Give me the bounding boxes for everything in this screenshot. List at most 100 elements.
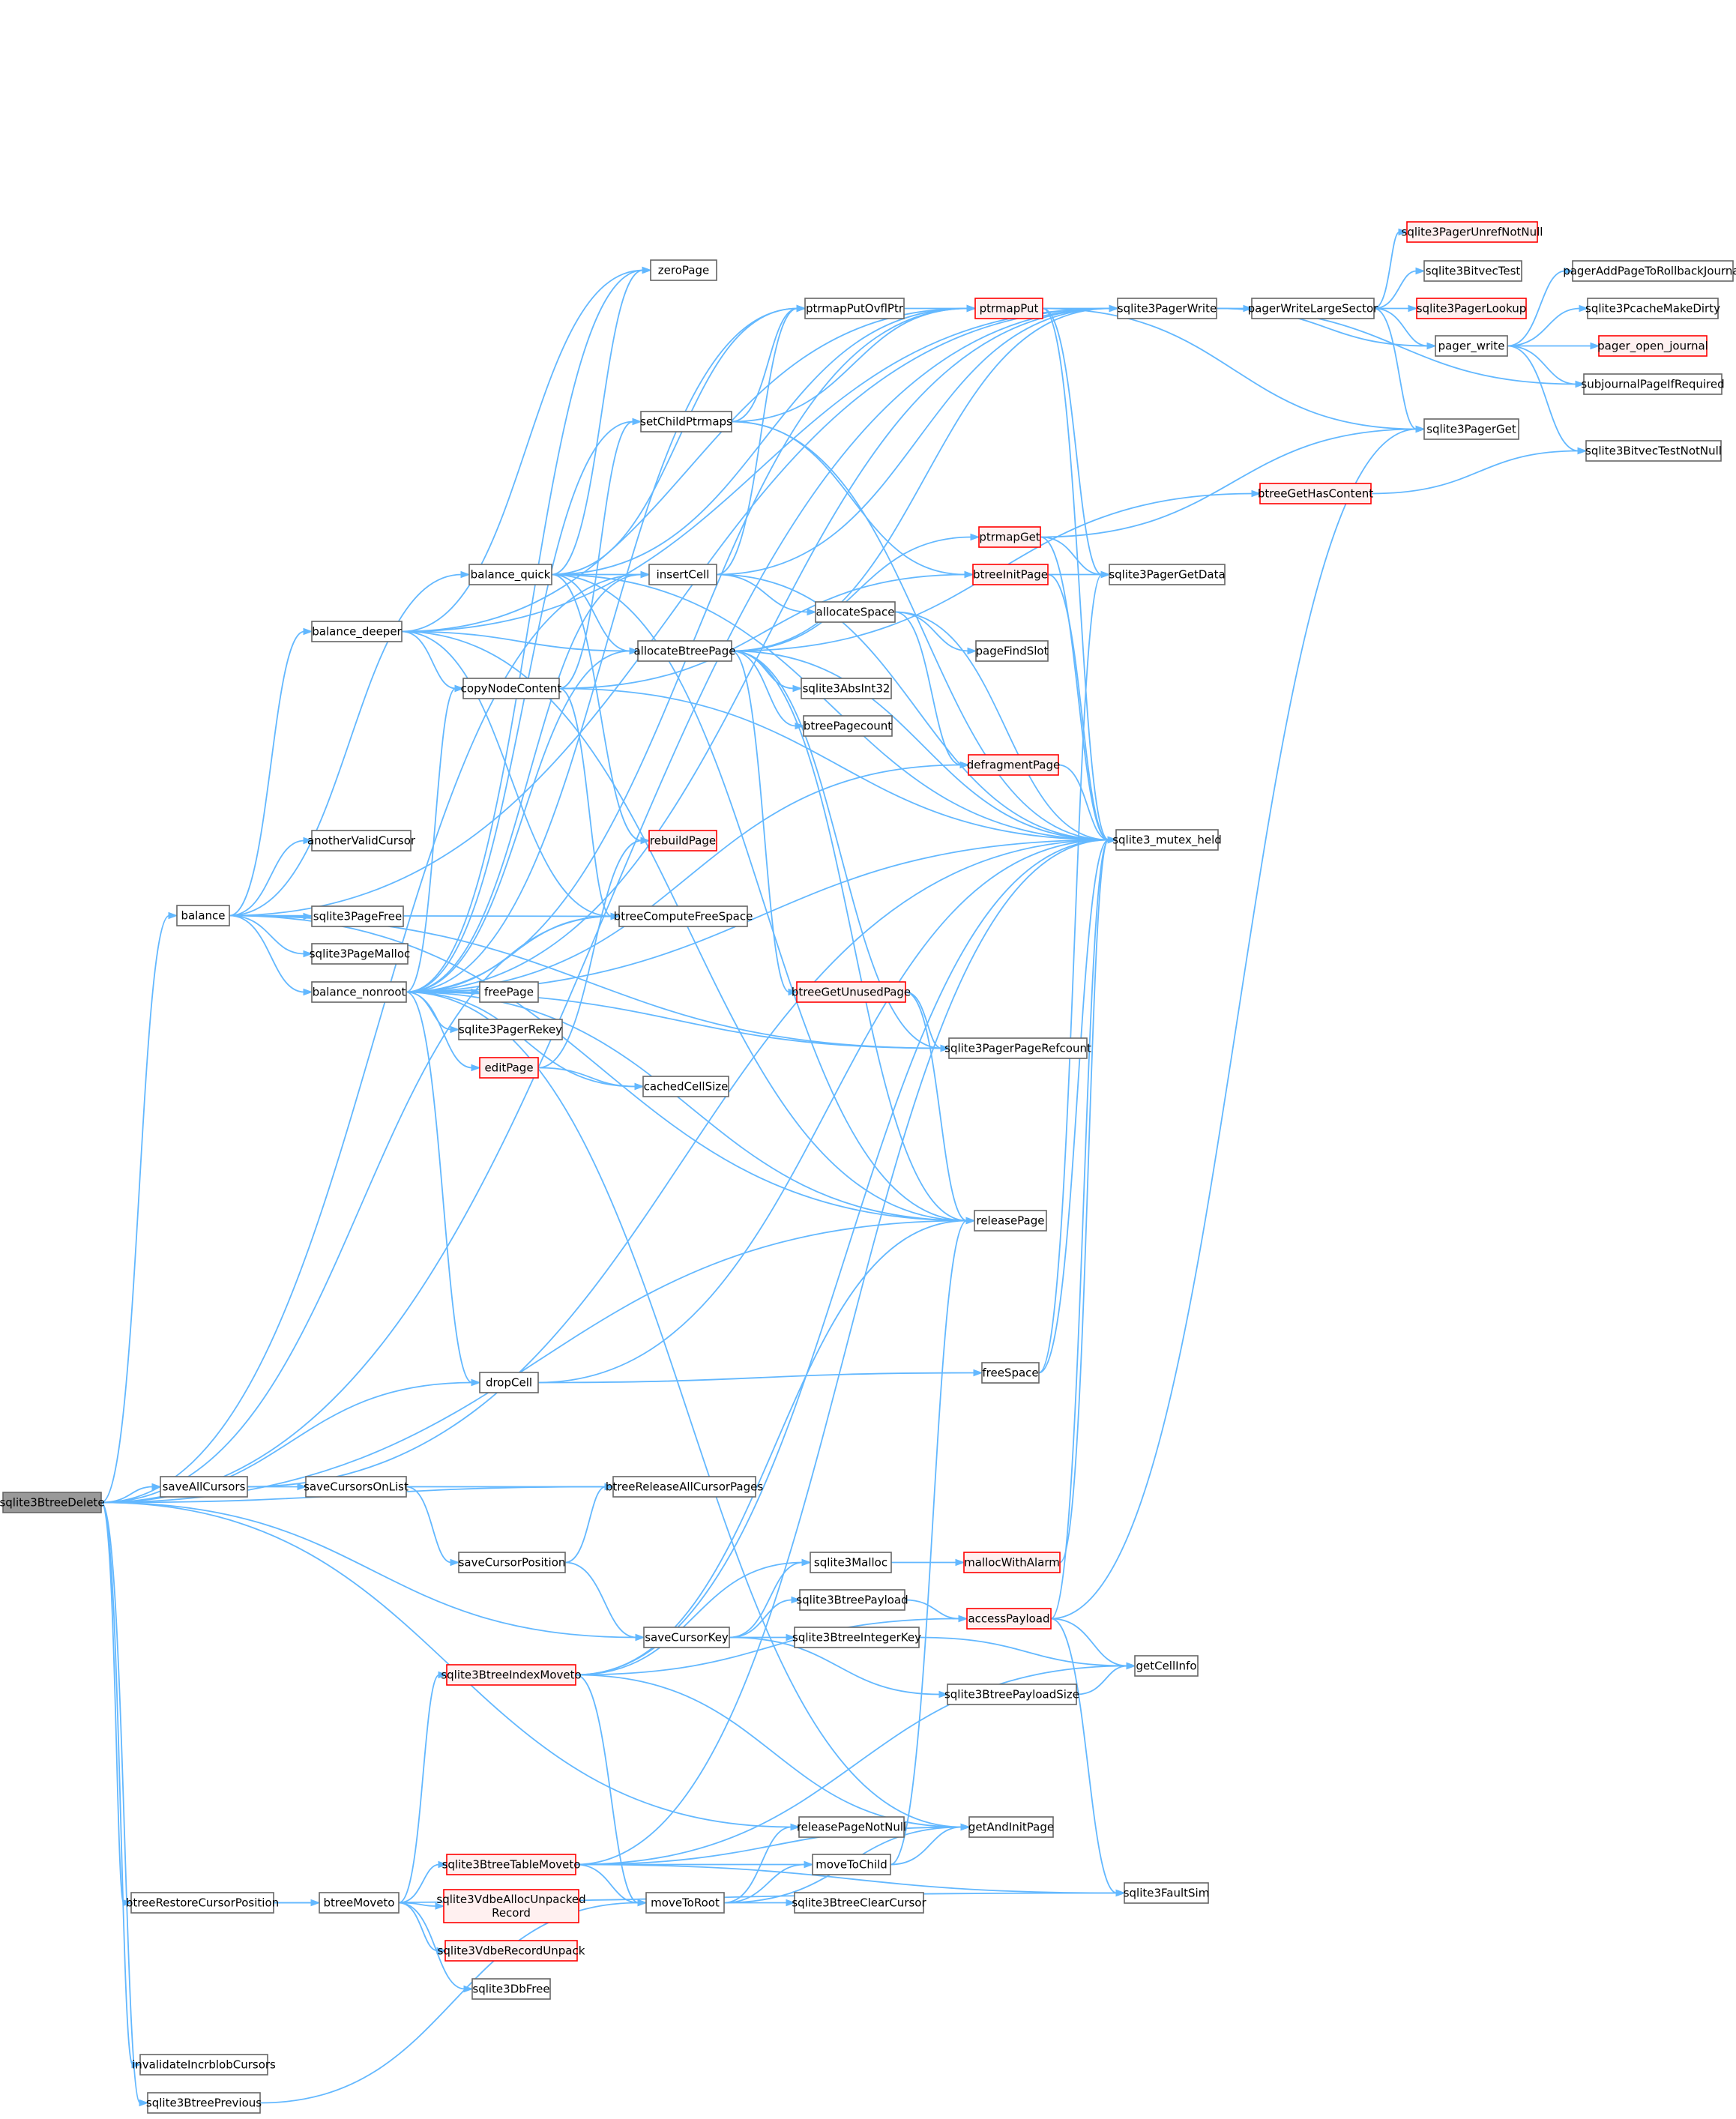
node-sqlite3DbFree[interactable]: sqlite3DbFree bbox=[471, 1978, 551, 2000]
node-editPage[interactable]: editPage bbox=[479, 1057, 539, 1079]
node-btreeGetHasContent[interactable]: btreeGetHasContent bbox=[1258, 483, 1373, 504]
node-btreePagecount[interactable]: btreePagecount bbox=[803, 715, 893, 737]
node-saveCursorKey[interactable]: saveCursorKey bbox=[643, 1627, 730, 1648]
node-sqlite3PagerUnrefNotNull[interactable]: sqlite3PagerUnrefNotNull bbox=[1402, 221, 1543, 243]
node-releasePageNotNull[interactable]: releasePageNotNull bbox=[797, 1816, 906, 1838]
node-moveToRoot[interactable]: moveToRoot bbox=[645, 1892, 725, 1914]
node-sqlite3FaultSim[interactable]: sqlite3FaultSim bbox=[1124, 1882, 1210, 1904]
node-saveAllCursors[interactable]: saveAllCursors bbox=[160, 1476, 248, 1498]
call-edge bbox=[575, 1662, 1136, 1866]
call-edge bbox=[731, 304, 807, 423]
node-allocateBtreePage[interactable]: allocateBtreePage bbox=[633, 640, 736, 662]
node-pager_open_journal[interactable]: pager_open_journal bbox=[1597, 335, 1708, 357]
node-pagerAddPageToRollbackJournal[interactable]: pagerAddPageToRollbackJournal bbox=[1563, 260, 1736, 282]
node-btreeComputeFreeSpace[interactable]: btreeComputeFreeSpace bbox=[614, 905, 753, 927]
node-ptrmapGet[interactable]: ptrmapGet bbox=[978, 526, 1041, 548]
node-sqlite3BitvecTest[interactable]: sqlite3BitvecTest bbox=[1423, 260, 1522, 282]
node-balance_nonroot[interactable]: balance_nonroot bbox=[311, 981, 407, 1003]
node-releasePage[interactable]: releasePage bbox=[974, 1210, 1047, 1232]
call-edge bbox=[259, 1899, 648, 2104]
node-dropCell[interactable]: dropCell bbox=[479, 1372, 539, 1393]
node-getAndInitPage[interactable]: getAndInitPage bbox=[968, 1816, 1054, 1838]
node-anotherValidCursor[interactable]: anotherValidCursor bbox=[307, 830, 416, 851]
node-btreeRestoreCursorPosition[interactable]: btreeRestoreCursorPosition bbox=[126, 1892, 279, 1914]
node-label: sqlite3DbFree bbox=[472, 1983, 549, 1996]
node-sqlite3Malloc[interactable]: sqlite3Malloc bbox=[810, 1552, 892, 1573]
call-edge bbox=[575, 1823, 971, 1866]
node-invalidateIncrblobCursors[interactable]: invalidateIncrblobCursors bbox=[132, 2054, 276, 2076]
node-sqlite3BtreePayload[interactable]: sqlite3BtreePayload bbox=[796, 1589, 908, 1611]
node-mallocWithAlarm[interactable]: mallocWithAlarm bbox=[963, 1552, 1061, 1573]
node-zeroPage[interactable]: zeroPage bbox=[650, 259, 717, 281]
node-btreeInitPage[interactable]: btreeInitPage bbox=[972, 564, 1049, 585]
node-balance_quick[interactable]: balance_quick bbox=[468, 564, 552, 585]
call-edge bbox=[229, 914, 313, 958]
node-sqlite3PcacheMakeDirty[interactable]: sqlite3PcacheMakeDirty bbox=[1585, 298, 1720, 319]
node-label: ptrmapGet bbox=[979, 531, 1040, 544]
node-sqlite3PagerGet[interactable]: sqlite3PagerGet bbox=[1423, 418, 1519, 440]
node-rebuildPage[interactable]: rebuildPage bbox=[648, 830, 717, 851]
node-sqlite3PagerRekey[interactable]: sqlite3PagerRekey bbox=[458, 1019, 563, 1040]
call-edge bbox=[1040, 536, 1111, 579]
node-sqlite3BtreePrevious[interactable]: sqlite3BtreePrevious bbox=[146, 2092, 262, 2114]
node-setChildPtrmaps[interactable]: setChildPtrmaps bbox=[640, 411, 732, 432]
node-moveToChild[interactable]: moveToChild bbox=[812, 1854, 891, 1875]
node-subjournalPageIfRequired[interactable]: subjournalPageIfRequired bbox=[1581, 373, 1725, 395]
node-sqlite3BtreeIntegerKey[interactable]: sqlite3BtreeIntegerKey bbox=[792, 1627, 921, 1648]
node-btreeGetUnusedPage[interactable]: btreeGetUnusedPage bbox=[792, 981, 911, 1003]
node-pagerWriteLargeSector[interactable]: pagerWriteLargeSector bbox=[1248, 298, 1378, 319]
node-ptrmapPut[interactable]: ptrmapPut bbox=[974, 298, 1043, 319]
call-edge bbox=[1370, 447, 1588, 495]
node-sqlite3PageFree[interactable]: sqlite3PageFree bbox=[311, 905, 404, 927]
node-sqlite3PageMalloc[interactable]: sqlite3PageMalloc bbox=[310, 943, 411, 965]
call-graph-edges bbox=[100, 228, 1600, 2107]
call-edge bbox=[551, 304, 977, 576]
call-edge bbox=[729, 1636, 949, 1698]
node-label: btreeInitPage bbox=[973, 568, 1048, 582]
node-balance[interactable]: balance bbox=[176, 905, 230, 926]
node-label: insertCell bbox=[657, 568, 710, 582]
node-label: dropCell bbox=[486, 1376, 532, 1390]
node-sqlite3BtreeTableMoveto[interactable]: sqlite3BtreeTableMoveto bbox=[442, 1854, 581, 1875]
node-sqlite3PagerLookup[interactable]: sqlite3PagerLookup bbox=[1416, 298, 1527, 319]
node-saveCursorsOnList[interactable]: saveCursorsOnList bbox=[304, 1476, 409, 1498]
node-pageFindSlot[interactable]: pageFindSlot bbox=[975, 640, 1049, 662]
node-label: copyNodeContent bbox=[461, 682, 562, 696]
node-sqlite3AbsInt32[interactable]: sqlite3AbsInt32 bbox=[801, 678, 892, 699]
node-accessPayload[interactable]: accessPayload bbox=[966, 1608, 1052, 1630]
node-sqlite3PagerPageRefcount[interactable]: sqlite3PagerPageRefcount bbox=[944, 1037, 1091, 1059]
node-btreeMoveto[interactable]: btreeMoveto bbox=[319, 1892, 400, 1914]
node-allocateSpace[interactable]: allocateSpace bbox=[815, 601, 896, 623]
node-saveCursorPosition[interactable]: saveCursorPosition bbox=[458, 1552, 566, 1573]
node-sqlite3PagerWrite[interactable]: sqlite3PagerWrite bbox=[1117, 298, 1217, 319]
node-freeSpace[interactable]: freeSpace bbox=[981, 1362, 1040, 1384]
node-label: ptrmapPut bbox=[980, 302, 1039, 316]
node-sqlite3VdbeRecordUnpack[interactable]: sqlite3VdbeRecordUnpack bbox=[438, 1940, 585, 1962]
node-sqlite3PagerGetData[interactable]: sqlite3PagerGetData bbox=[1109, 564, 1226, 585]
node-cachedCellSize[interactable]: cachedCellSize bbox=[642, 1076, 729, 1097]
node-label: sqlite3FaultSim bbox=[1124, 1887, 1210, 1900]
node-defragmentPage[interactable]: defragmentPage bbox=[967, 754, 1060, 776]
node-label: sqlite3PagerWrite bbox=[1118, 302, 1217, 316]
node-sqlite3BitvecTestNotNull[interactable]: sqlite3BitvecTestNotNull bbox=[1585, 440, 1722, 462]
node-sqlite3BtreePayloadSize[interactable]: sqlite3BtreePayloadSize bbox=[944, 1684, 1079, 1705]
node-btreeReleaseAllCursorPages[interactable]: btreeReleaseAllCursorPages bbox=[606, 1476, 764, 1498]
node-insertCell[interactable]: insertCell bbox=[648, 564, 717, 585]
call-edge bbox=[731, 421, 1118, 844]
node-sqlite3_mutex_held[interactable]: sqlite3_mutex_held bbox=[1112, 829, 1222, 851]
node-label: sqlite3AbsInt32 bbox=[803, 682, 890, 696]
node-getCellInfo[interactable]: getCellInfo bbox=[1134, 1655, 1199, 1677]
node-label: sqlite3PageMalloc bbox=[310, 947, 411, 961]
node-sqlite3BtreeIndexMoveto[interactable]: sqlite3BtreeIndexMoveto bbox=[441, 1664, 582, 1686]
node-sqlite3BtreeDelete[interactable]: sqlite3BtreeDelete bbox=[0, 1492, 105, 1513]
node-sqlite3BtreeClearCursor[interactable]: sqlite3BtreeClearCursor bbox=[792, 1892, 926, 1914]
call-edge bbox=[406, 991, 971, 1831]
node-ptrmapPutOvflPtr[interactable]: ptrmapPutOvflPtr bbox=[804, 298, 905, 319]
node-copyNodeContent[interactable]: copyNodeContent bbox=[461, 678, 562, 699]
node-label: saveAllCursors bbox=[163, 1480, 246, 1494]
node-pager_write[interactable]: pager_write bbox=[1435, 335, 1508, 357]
node-balance_deeper[interactable]: balance_deeper bbox=[311, 621, 403, 642]
call-edge bbox=[558, 687, 621, 920]
node-freePage[interactable]: freePage bbox=[479, 981, 539, 1003]
